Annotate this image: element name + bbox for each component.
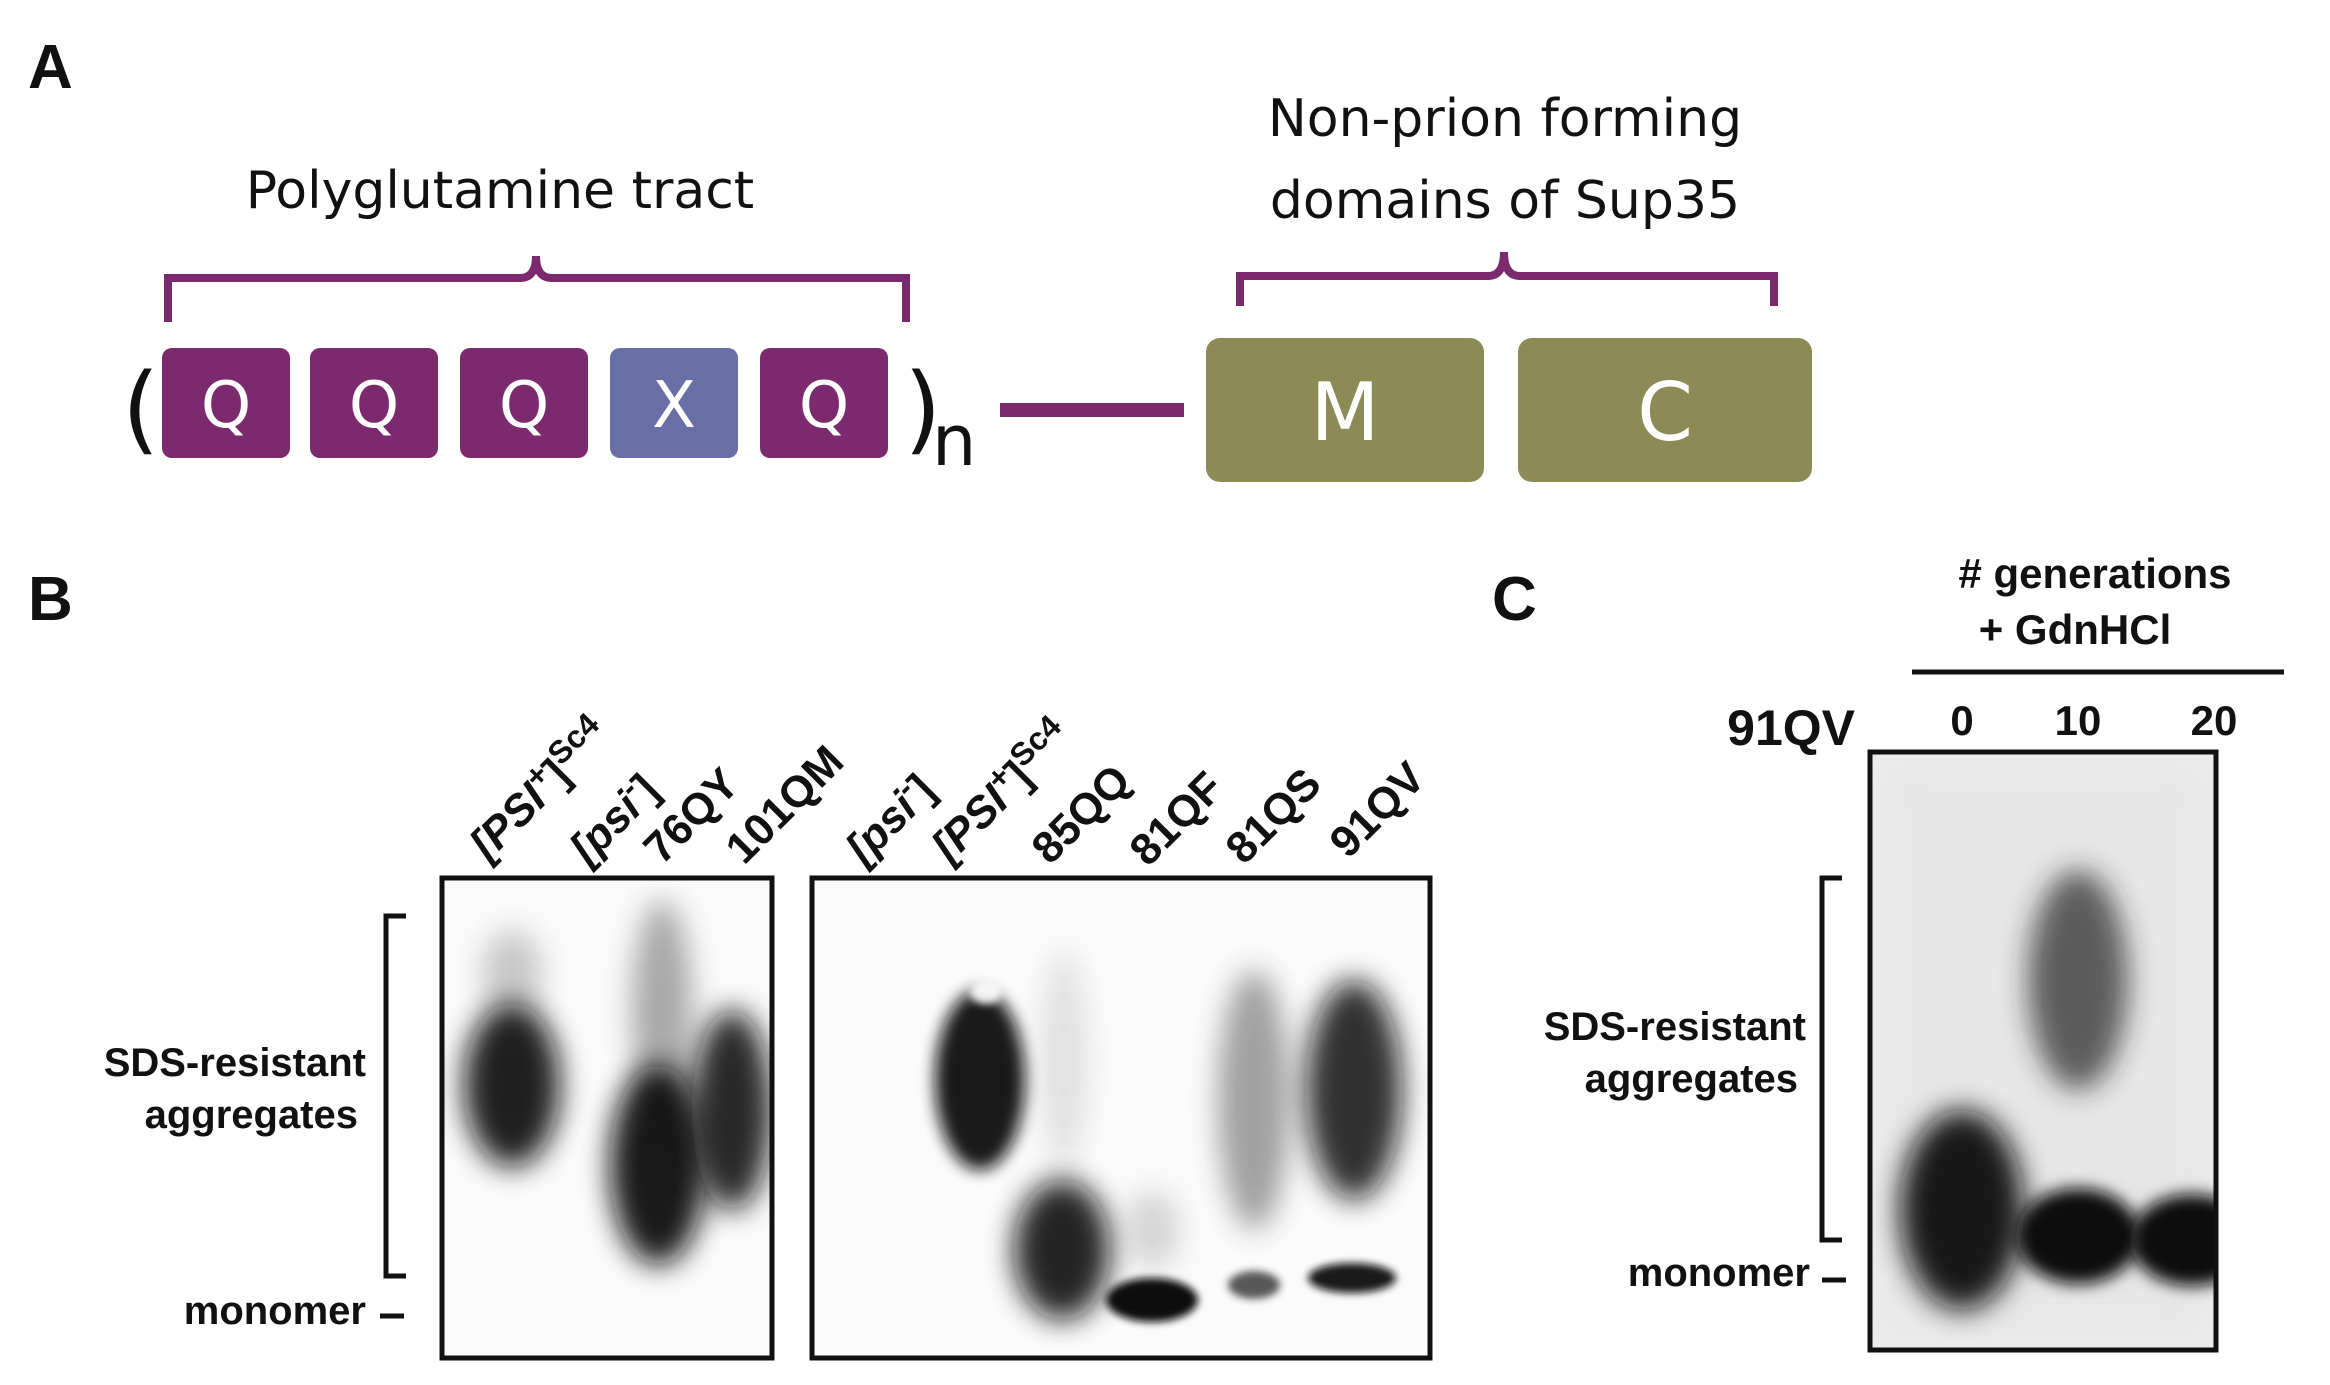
- sup35-label-line1: Non-prion forming: [1268, 89, 1742, 149]
- open-paren: (: [122, 353, 159, 465]
- lane-label-91qv: 91QV: [1320, 752, 1435, 867]
- sup35-bracket: [1236, 251, 1778, 306]
- panel-label-a: A: [28, 33, 73, 102]
- residue-letter-1: Q: [201, 369, 251, 443]
- header-line2-c: + GdnHCl: [1979, 606, 2172, 653]
- residue-letter-2: Q: [349, 369, 399, 443]
- repeat-subscript: n: [932, 400, 976, 482]
- aggregates-label-line1-c: SDS-resistant: [1544, 1005, 1806, 1049]
- lane-label-c-10: 10: [2055, 697, 2102, 744]
- band-right-lane2: [935, 990, 1025, 1170]
- band-right-lane4: [1106, 1278, 1198, 1322]
- lane-label-85qq: 85QQ: [1022, 755, 1140, 873]
- aggregates-label-line1-b: SDS-resistant: [104, 1041, 366, 1085]
- residue-boxes: Q Q Q X Q: [162, 348, 888, 458]
- domain-letter-c: C: [1637, 366, 1693, 459]
- residue-box-q3: [460, 348, 588, 458]
- smear-right-lane5: [1218, 970, 1290, 1230]
- aggregates-bracket-b: [383, 913, 406, 1279]
- band-right-lane3: [1014, 1180, 1110, 1320]
- aggregates-label-line2-c: aggregates: [1585, 1057, 1798, 1101]
- aggregates-bracket-c: [1819, 875, 1842, 1243]
- domain-box-c: [1518, 338, 1812, 482]
- blot-left: [442, 878, 772, 1358]
- smear-left-lane3: [632, 900, 692, 1120]
- lane-label-81qs: 81QS: [1216, 759, 1330, 873]
- domain-box-m: [1206, 338, 1484, 482]
- band-c-lane10: [2016, 1188, 2140, 1284]
- tract-bracket: [164, 255, 910, 322]
- residue-letter-4: X: [652, 369, 696, 443]
- panel-label-c: C: [1492, 565, 1537, 634]
- band-left-lane1: [464, 1003, 560, 1167]
- monomer-label-c: monomer: [1628, 1251, 1810, 1295]
- tract-label: Polyglutamine tract: [246, 161, 754, 221]
- blot-c: [1870, 752, 2216, 1350]
- lane-label-psi-minus-right: [psi-]: [831, 761, 945, 875]
- strain-label-c: 91QV: [1727, 700, 1856, 756]
- aggregates-label-line2-b: aggregates: [145, 1093, 358, 1137]
- domain-letter-m: M: [1310, 366, 1379, 459]
- blot-c-frame: [1867, 749, 2219, 1353]
- band-left-lane3: [610, 1065, 706, 1265]
- blot-left-frame: [439, 875, 775, 1361]
- lane-label-c-20: 20: [2191, 697, 2238, 744]
- sup35-label-line2: domains of Sup35: [1270, 171, 1740, 231]
- monomer-label-b: monomer: [184, 1289, 366, 1333]
- blot-right-frame: [809, 875, 1433, 1361]
- lane-label-81qf: 81QF: [1120, 763, 1232, 875]
- lane-label-76qy: 76QY: [634, 759, 748, 873]
- residue-box-q2: [310, 348, 438, 458]
- residue-letter-5: Q: [799, 369, 849, 443]
- band-c-lane20: [2130, 1194, 2216, 1286]
- band-right-lane6: [1308, 1263, 1396, 1293]
- smear-right-lane6: [1306, 980, 1402, 1200]
- band-c-lane0: [1900, 1110, 2024, 1310]
- residue-box-x: [610, 348, 738, 458]
- header-line1-c: # generations: [1958, 550, 2231, 597]
- band-right-lane5: [1228, 1271, 1280, 1299]
- blot-right-lane-labels: [psi-] [PSI+]Sc4 85QQ 81QF 81QS 91QV: [831, 708, 1435, 875]
- residue-letter-3: Q: [499, 369, 549, 443]
- residue-box-q4: [760, 348, 888, 458]
- blot-left-lane-labels: [PSI+]Sc4 [psi-] 76QY 101QM: [459, 706, 853, 875]
- blot-right: [812, 878, 1430, 1358]
- lane-label-c-0: 0: [1950, 697, 1973, 744]
- close-paren: ): [904, 353, 941, 465]
- smear-c-lane10: [2028, 870, 2128, 1090]
- panel-label-b: B: [28, 565, 73, 634]
- residue-box-q1: [162, 348, 290, 458]
- band-left-lane4: [692, 1010, 772, 1210]
